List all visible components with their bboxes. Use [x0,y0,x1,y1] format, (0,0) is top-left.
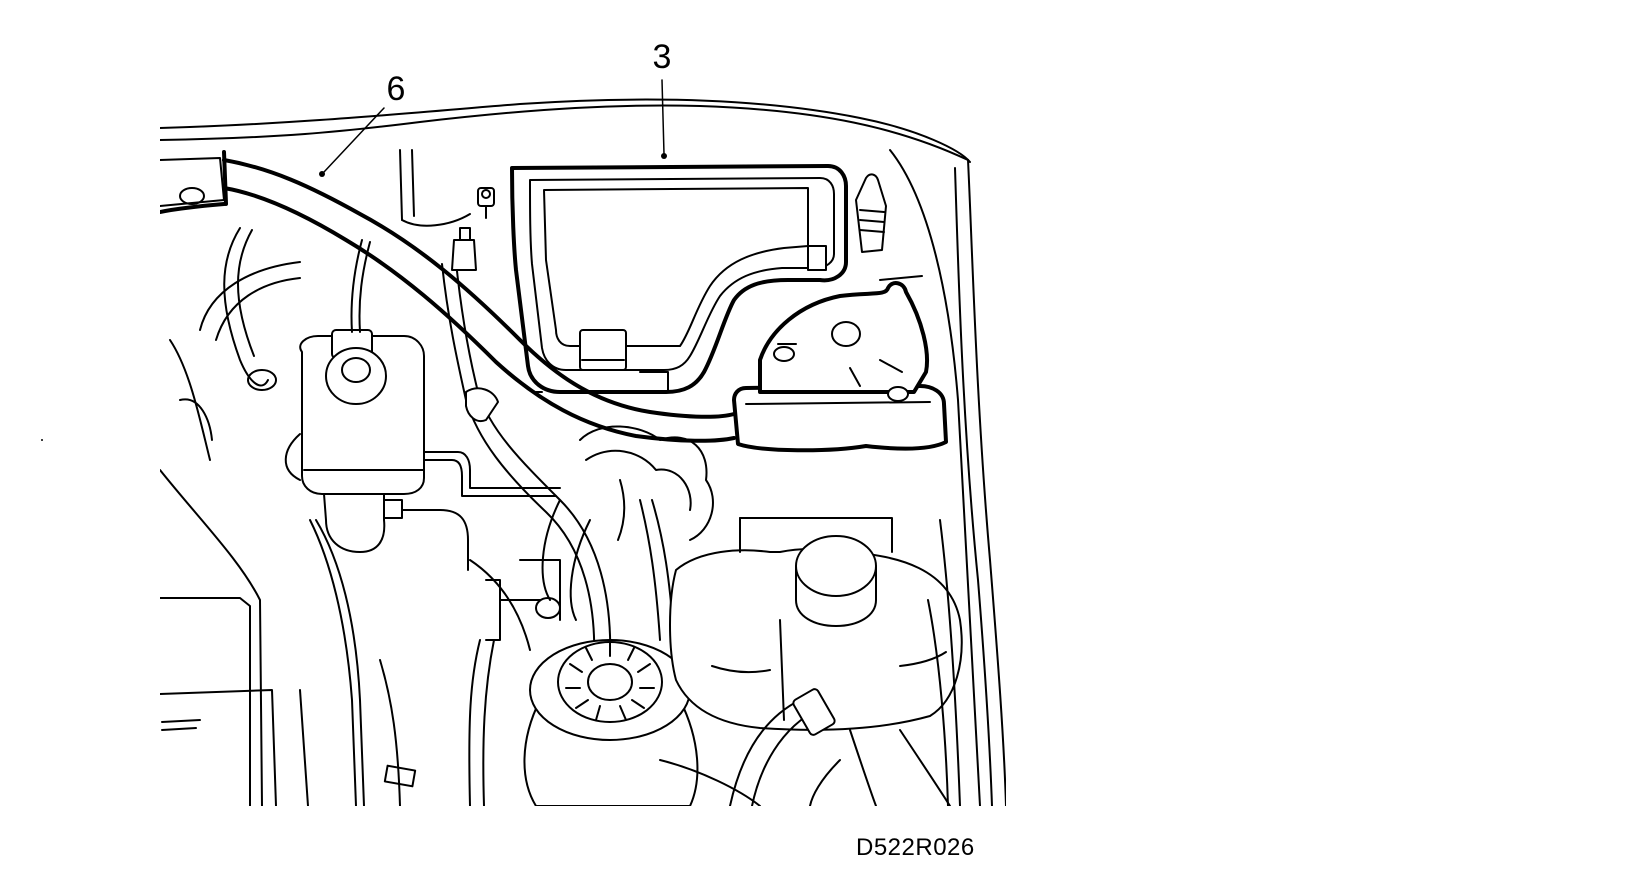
top-connector [399,149,471,227]
brake-booster [169,261,301,461]
strut-tower-cap [758,275,929,402]
stray-mark [41,439,43,441]
lower-coolant-hose [659,688,951,806]
callout-3-label: 3 [653,38,672,76]
rear-stud [855,173,887,253]
mounting-bracket [485,559,561,641]
vacuum-hose [223,227,277,391]
brake-lines [309,451,561,806]
brake-fluid-reservoir [284,239,425,553]
left-fender-structure [160,157,309,806]
fuse-box-cover [510,164,848,394]
wiring-harness [468,425,714,806]
right-fender-edge [927,519,961,806]
fastener-bolt [477,187,495,219]
callout-6: 6 [319,70,405,177]
power-steering-reservoir [523,639,699,806]
strut-brace-bar [222,150,948,453]
coolant-expansion-tank [669,517,963,731]
callout-3: 3 [653,38,672,159]
coolant-hose [441,227,612,661]
hood-opening-outline [160,98,1006,806]
figure-reference-code: D522R026 [856,834,975,861]
callout-6-label: 6 [387,70,406,108]
